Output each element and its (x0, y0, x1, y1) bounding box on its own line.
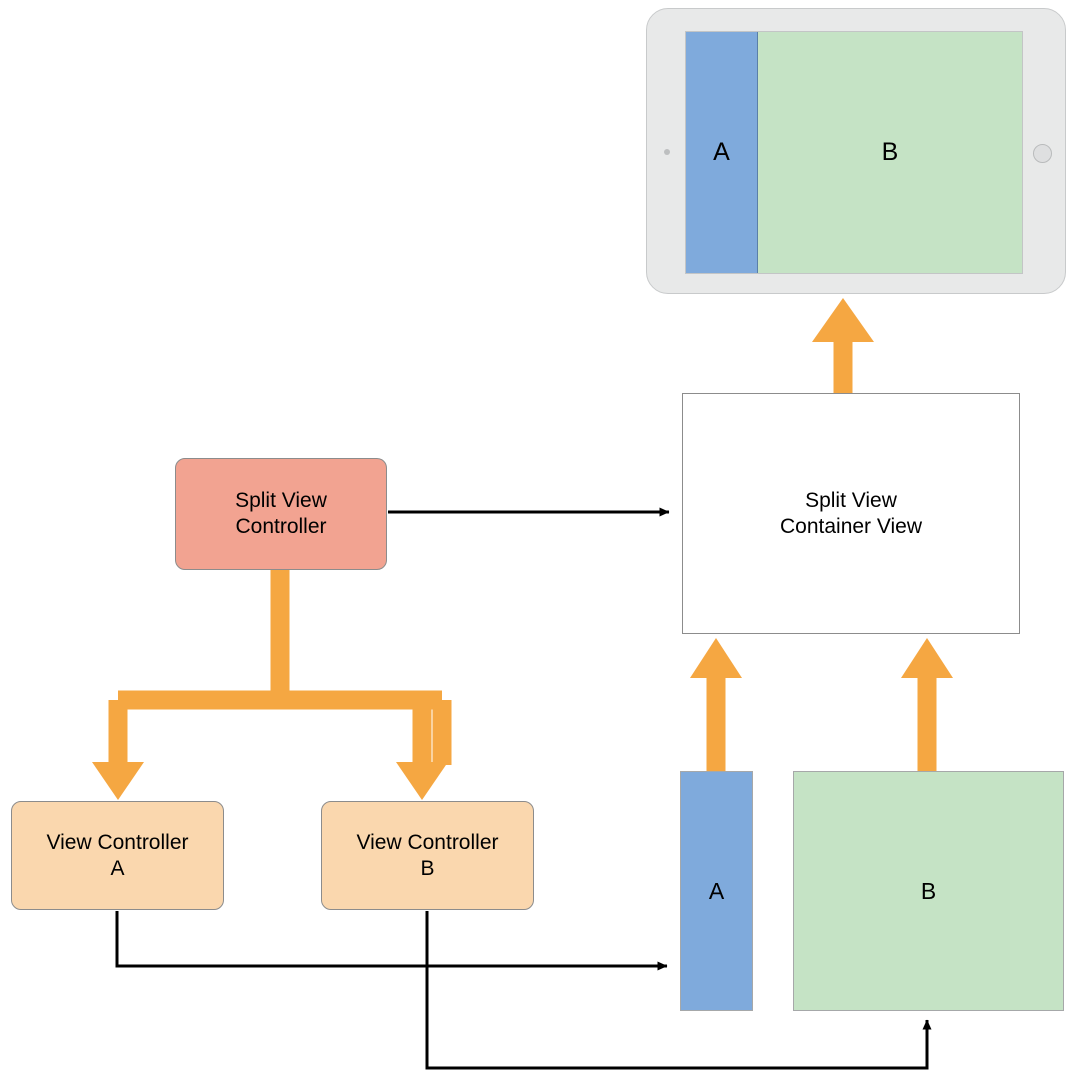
node-split-view-container-view[interactable]: Split View Container View (682, 393, 1020, 634)
black-arrow-vc-a-to-view-a (115, 911, 668, 971)
tablet-screen: A B (685, 31, 1023, 274)
tablet-home-button[interactable] (1033, 144, 1052, 163)
orange-arrow-container-to-device (812, 298, 874, 396)
orange-arrow-svc-to-children (92, 570, 452, 800)
tablet-device: A B (646, 8, 1066, 294)
node-view-controller-b[interactable]: View Controller B (321, 801, 534, 910)
orange-arrow-view-a-to-container (690, 638, 742, 775)
tablet-pane-b: B (758, 32, 1022, 273)
node-view-b[interactable]: B (793, 771, 1064, 1011)
node-view-controller-a[interactable]: View Controller A (11, 801, 224, 910)
tablet-camera-icon (664, 149, 670, 155)
tablet-pane-a: A (686, 32, 758, 273)
node-split-view-controller[interactable]: Split View Controller (175, 458, 387, 570)
orange-arrow-view-b-to-container (901, 638, 953, 775)
node-view-a[interactable]: A (680, 771, 753, 1011)
